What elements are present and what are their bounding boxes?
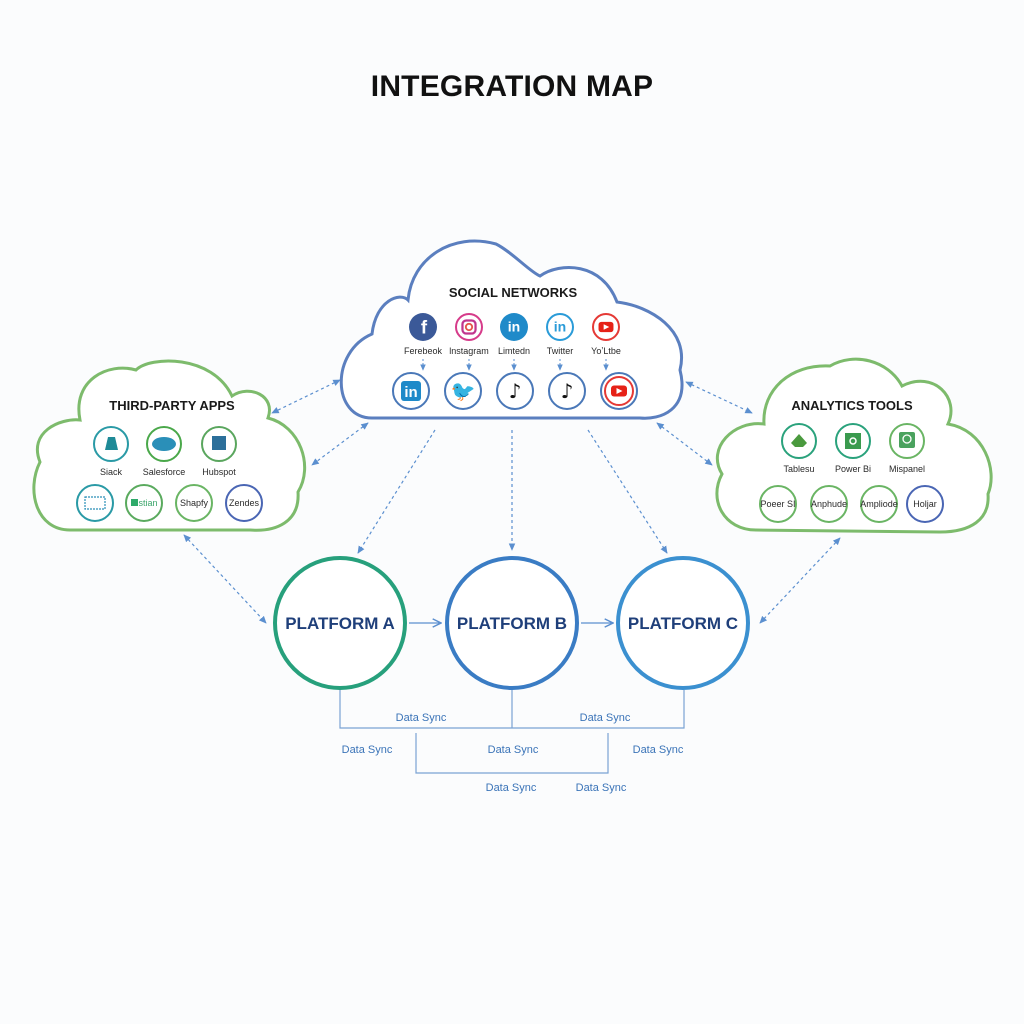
data-sync-labels: Data Sync Data Sync Data Sync Data Sync …	[342, 712, 684, 794]
data-sync-label: Data Sync	[633, 744, 684, 756]
svg-text:♪: ♪	[509, 379, 522, 403]
platform-a-label: PLATFORM A	[285, 614, 395, 633]
analytics-item[interactable]: Mispanel	[889, 423, 925, 474]
twitter-icon[interactable]: 🐦	[444, 372, 482, 410]
analytics-tool-text: Poeer SI	[760, 499, 795, 509]
connector-analytics-platform-c	[759, 537, 841, 624]
svg-text:in: in	[508, 319, 520, 335]
platform-b[interactable]: PLATFORM B	[445, 556, 579, 690]
analytics-label: Tablesu	[783, 464, 814, 474]
app-text: Zendes	[229, 498, 260, 508]
app-text: stian	[138, 498, 157, 508]
data-sync-label: Data Sync	[396, 712, 447, 724]
social-item[interactable]: lnstagram	[449, 313, 489, 371]
app-label: Salesforce	[143, 467, 186, 477]
connectors	[183, 379, 841, 624]
cloud-title: ANALYTICS TOOLS	[791, 398, 913, 413]
linkedin-icon[interactable]: in	[392, 372, 430, 410]
platform-b-label: PLATFORM B	[457, 614, 567, 633]
connector-social-thirdparty-2	[311, 422, 369, 466]
mixpanel-icon	[889, 423, 925, 459]
youtube-icon	[592, 313, 620, 341]
data-sync-label: Data Sync	[486, 782, 537, 794]
svg-text:♪: ♪	[561, 379, 574, 403]
page-title: INTEGRATION MAP	[370, 70, 654, 103]
connector-thirdparty-platform-a	[183, 534, 267, 624]
platform-c[interactable]: PLATFORM C	[616, 556, 750, 690]
analytics-label: Power Bi	[835, 464, 871, 474]
facebook-icon: f	[409, 313, 437, 341]
social-item-label: lnstagram	[449, 346, 489, 356]
data-sync-label: Data Sync	[580, 712, 631, 724]
app-item[interactable]: Hubspot	[201, 426, 237, 477]
platform-a-circle	[273, 556, 407, 690]
instagram-icon	[455, 313, 483, 341]
data-sync-lines	[339, 690, 685, 774]
analytics-label: Mispanel	[889, 464, 925, 474]
app-item[interactable]: Salesforce	[143, 426, 186, 477]
stian-icon[interactable]: stian	[125, 484, 163, 522]
connector-social-analytics-1	[685, 381, 753, 414]
app-label: Siack	[100, 467, 123, 477]
analytics-item[interactable]: Tablesu	[781, 423, 817, 474]
analytics-tool-item[interactable]: Poeer SI	[759, 485, 797, 523]
data-sync-label: Data Sync	[488, 744, 539, 756]
svg-text:🐦: 🐦	[451, 379, 476, 403]
cloud-title: THIRD-PARTY APPS	[109, 398, 235, 413]
svg-text:f: f	[421, 317, 428, 338]
connector-social-analytics-2	[656, 422, 713, 466]
linkedin-icon: in	[546, 313, 574, 341]
social-item-label: Limtedn	[498, 346, 530, 356]
connector-social-thirdparty-1	[271, 379, 341, 414]
sync-bracket-bottom	[415, 733, 609, 774]
social-item-label: YoʼLtbe	[591, 346, 621, 356]
youtube-icon[interactable]	[600, 372, 638, 410]
connector-social-platform-c	[587, 429, 668, 554]
salesforce-icon	[146, 426, 182, 462]
svg-text:in: in	[404, 384, 417, 401]
tiktok-icon[interactable]: ♪	[496, 372, 534, 410]
analytics-tool-text: Anphude	[811, 499, 847, 509]
data-sync-label: Data Sync	[576, 782, 627, 794]
app-item[interactable]: Siack	[93, 426, 129, 477]
app-grid-icon[interactable]	[76, 484, 114, 522]
app-text: Shapfy	[180, 498, 209, 508]
social-item[interactable]: YoʼLtbe	[591, 313, 621, 371]
social-item-label: Ferebeok	[404, 346, 443, 356]
tableau-icon	[781, 423, 817, 459]
linkedin-icon: in	[500, 313, 528, 341]
cloud-title: SOCIAL NETWORKS	[449, 285, 578, 300]
analytics-item[interactable]: Power Bi	[835, 423, 871, 474]
app-label: Hubspot	[202, 467, 236, 477]
svg-text:in: in	[554, 319, 566, 335]
platform-b-circle	[445, 556, 579, 690]
tiktok-icon[interactable]: ♪	[548, 372, 586, 410]
social-item-label: Twitter	[547, 346, 574, 356]
zendesk-icon[interactable]: Zendes	[225, 484, 263, 522]
analytics-tool-item[interactable]: Ampliode	[860, 485, 898, 523]
analytics-tool-item[interactable]: Anphude	[810, 485, 848, 523]
platform-c-circle	[616, 556, 750, 690]
slack-icon	[93, 426, 129, 462]
data-sync-label: Data Sync	[342, 744, 393, 756]
platform-a[interactable]: PLATFORM A	[273, 556, 407, 690]
analytics-tool-text: Holjar	[913, 499, 937, 509]
analytics-tool-item[interactable]: Holjar	[906, 485, 944, 523]
analytics-tool-text: Ampliode	[860, 499, 898, 509]
powerbi-icon	[835, 423, 871, 459]
hubspot-icon	[201, 426, 237, 462]
connector-social-platform-a	[357, 429, 436, 554]
shopify-icon[interactable]: Shapfy	[175, 484, 213, 522]
platform-c-label: PLATFORM C	[628, 614, 738, 633]
